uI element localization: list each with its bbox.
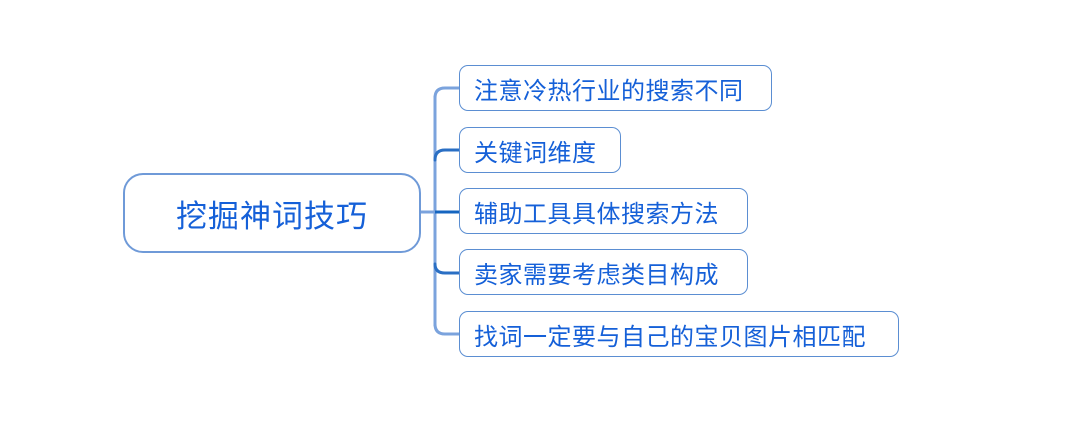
- branch-node-label: 关键词维度: [474, 138, 597, 167]
- branch-node-label: 找词一定要与自己的宝贝图片相匹配: [474, 322, 866, 351]
- branch-node-4[interactable]: 找词一定要与自己的宝贝图片相匹配: [459, 311, 899, 357]
- branch-node-1[interactable]: 关键词维度: [459, 127, 621, 173]
- connector-branch-4: [433, 322, 461, 336]
- branch-node-label: 卖家需要考虑类目构成: [474, 260, 719, 289]
- connector-branch-3: [433, 262, 461, 275]
- root-node-label: 挖掘神词技巧: [176, 198, 368, 235]
- branch-node-2[interactable]: 辅助工具具体搜索方法: [459, 188, 748, 234]
- branch-node-0[interactable]: 注意冷热行业的搜索不同: [459, 65, 772, 111]
- connector-branch-1: [433, 148, 461, 162]
- branch-node-label: 注意冷热行业的搜索不同: [474, 76, 744, 105]
- root-node[interactable]: 挖掘神词技巧: [123, 173, 421, 253]
- connector-branch-0: [433, 86, 461, 100]
- branch-node-label: 辅助工具具体搜索方法: [474, 199, 719, 228]
- branch-node-3[interactable]: 卖家需要考虑类目构成: [459, 249, 748, 295]
